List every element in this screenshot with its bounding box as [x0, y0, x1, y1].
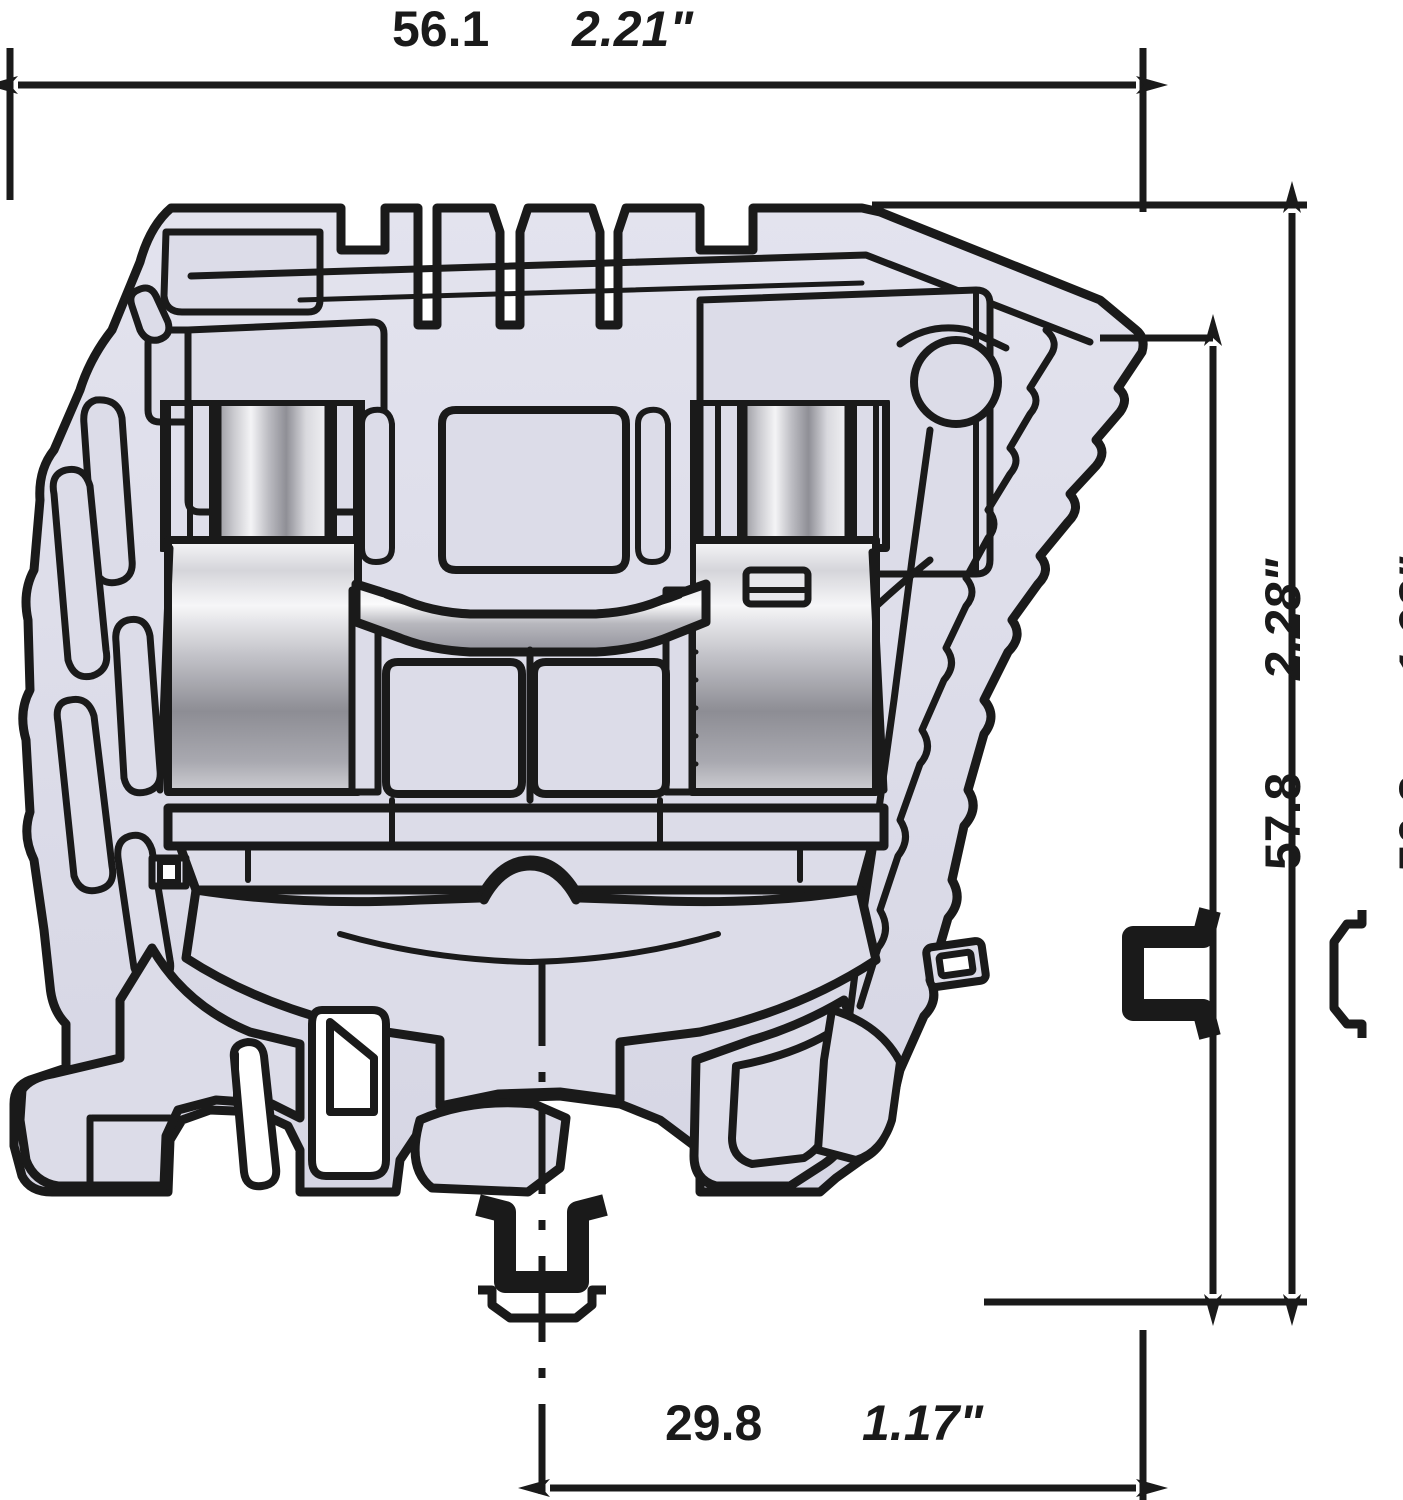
housing-rib-left-d — [49, 465, 111, 681]
housing-marker-window-inner — [157, 859, 181, 885]
lower-chamber-right — [530, 658, 670, 798]
housing-rib-left-f — [112, 615, 164, 797]
rail-hook-bottom-left — [410, 1098, 571, 1197]
din-rail-ts35-profile-icon-rotated — [1122, 907, 1221, 1040]
clamp-left-edge-left — [156, 544, 174, 794]
rail-foot-left-notch — [326, 1018, 378, 1116]
rail-hook-center — [479, 861, 581, 905]
housing-bore-hole — [910, 336, 1002, 428]
dim-height-to-rail-inch: 1.98" — [1389, 556, 1403, 678]
screw-right-shaft — [740, 400, 852, 552]
base-plate — [163, 803, 889, 851]
dim-height-to-rail-mm: 50.3 — [1389, 774, 1403, 872]
dim-width-overall-mm: 56.1 — [392, 1, 490, 57]
dim-width-overall-inch: 2.21" — [572, 1, 694, 57]
dim-width-rail-side-inch: 1.17" — [862, 1395, 984, 1451]
housing-bore-surround — [896, 324, 1010, 352]
dim-width-rail-side-mm: 29.8 — [665, 1395, 763, 1451]
housing-lid-line — [187, 251, 1094, 346]
dim-height-overall-inch: 2.28" — [1255, 558, 1311, 680]
housing-notch-topleft — [127, 284, 173, 344]
detail-line-e — [337, 931, 721, 965]
current-bar-highlight — [383, 593, 683, 615]
housing-right-serrations — [856, 326, 1058, 1010]
housing-rib-center-b — [635, 406, 671, 565]
din-rail-g-profile-icon — [478, 1285, 606, 1323]
screw-left-threads — [165, 401, 359, 551]
clamp-right-edge-right — [868, 548, 888, 794]
housing-lid-line-2 — [297, 280, 865, 303]
housing-lower-right-pocket — [814, 1006, 904, 1164]
din-rail-ts35-profile-icon — [475, 1194, 608, 1293]
lower-chamber-left — [382, 658, 526, 798]
housing-center-chamber — [438, 406, 630, 574]
housing-rib-left-e — [53, 695, 117, 895]
dim-height-overall-mm: 57.8 — [1255, 772, 1311, 870]
screw-right-threads — [693, 401, 879, 551]
housing-small-window-inner — [935, 948, 977, 980]
din-rail-g-profile-icon-rotated — [1329, 910, 1367, 1038]
